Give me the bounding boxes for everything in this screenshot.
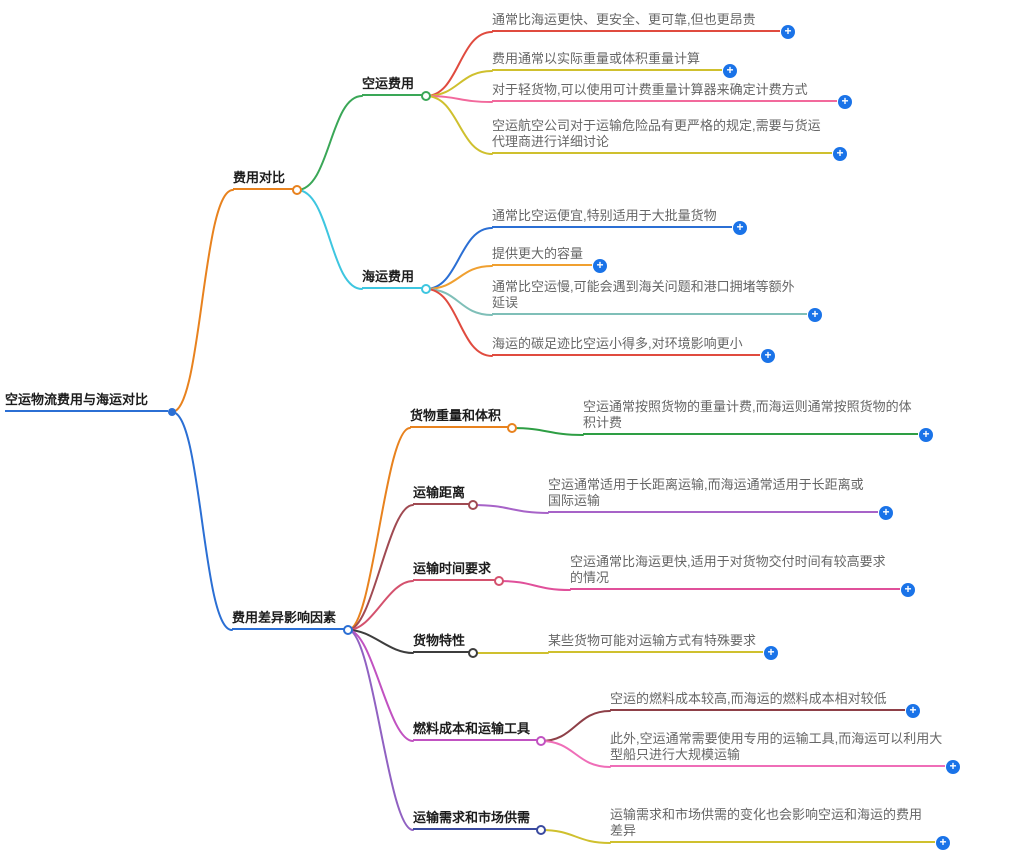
leaf-node[interactable]: 通常比空运便宜,特别适用于大批量货物	[492, 208, 732, 228]
node-toggle-circle[interactable]	[292, 185, 302, 195]
leaf-node[interactable]: 空运的燃料成本较高,而海运的燃料成本相对较低	[610, 691, 905, 711]
plus-icon: +	[904, 582, 912, 596]
plus-icon: +	[939, 835, 947, 849]
plus-icon: +	[841, 94, 849, 108]
node-toggle-circle[interactable]	[343, 625, 353, 635]
node-cargo-characteristics[interactable]: 货物特性	[413, 633, 469, 653]
node-toggle-circle[interactable]	[468, 648, 478, 658]
root-topic[interactable]: 空运物流费用与海运对比	[5, 392, 168, 412]
leaf-node[interactable]: 海运的碳足迹比空运小得多,对环境影响更小	[492, 336, 760, 356]
leaf-node[interactable]: 空运通常按照货物的重量计费,而海运则通常按照货物的体积计费	[583, 399, 918, 435]
node-toggle-circle[interactable]	[507, 423, 517, 433]
plus-icon: +	[836, 146, 844, 160]
node-cargo-weight-volume[interactable]: 货物重量和体积	[410, 408, 508, 428]
node-transport-demand-market[interactable]: 运输需求和市场供需	[413, 810, 537, 830]
node-toggle-circle[interactable]	[494, 576, 504, 586]
node-toggle-circle[interactable]	[421, 284, 431, 294]
leaf-node[interactable]: 提供更大的容量	[492, 246, 592, 266]
expand-button[interactable]: +	[919, 428, 933, 442]
expand-button[interactable]: +	[808, 308, 822, 322]
branch-cost-difference-factors[interactable]: 费用差异影响因素	[232, 610, 344, 630]
expand-button[interactable]: +	[593, 259, 607, 273]
branch-cost-comparison[interactable]: 费用对比	[233, 170, 293, 190]
plus-icon: +	[811, 307, 819, 321]
leaf-node[interactable]: 空运通常比海运更快,适用于对货物交付时间有较高要求的情况	[570, 554, 900, 590]
node-transport-distance[interactable]: 运输距离	[413, 485, 469, 505]
leaf-node[interactable]: 此外,空运通常需要使用专用的运输工具,而海运可以利用大型船只进行大规模运输	[610, 731, 945, 767]
leaf-node[interactable]: 某些货物可能对运输方式有特殊要求	[548, 633, 763, 653]
expand-button[interactable]: +	[761, 349, 775, 363]
node-toggle-circle[interactable]	[536, 825, 546, 835]
expand-button[interactable]: +	[879, 506, 893, 520]
node-air-freight-cost[interactable]: 空运费用	[362, 76, 422, 96]
plus-icon: +	[596, 258, 604, 272]
plus-icon: +	[736, 220, 744, 234]
plus-icon: +	[949, 759, 957, 773]
plus-icon: +	[909, 703, 917, 717]
node-fuel-cost-transport-tools[interactable]: 燃料成本和运输工具	[413, 721, 537, 741]
leaf-node[interactable]: 运输需求和市场供需的变化也会影响空运和海运的费用差异	[610, 807, 935, 843]
expand-button[interactable]: +	[901, 583, 915, 597]
plus-icon: +	[882, 505, 890, 519]
node-transport-time-requirement[interactable]: 运输时间要求	[413, 561, 495, 581]
leaf-node[interactable]: 对于轻货物,可以使用可计费重量计算器来确定计费方式	[492, 82, 837, 102]
plus-icon: +	[726, 63, 734, 77]
expand-button[interactable]: +	[723, 64, 737, 78]
node-toggle-circle[interactable]	[468, 500, 478, 510]
expand-button[interactable]: +	[833, 147, 847, 161]
root-dot[interactable]	[168, 408, 176, 416]
node-toggle-circle[interactable]	[536, 736, 546, 746]
leaf-node[interactable]: 空运通常适用于长距离运输,而海运通常适用于长距离或国际运输	[548, 477, 878, 513]
leaf-node[interactable]: 空运航空公司对于运输危险品有更严格的规定,需要与货运代理商进行详细讨论	[492, 118, 832, 154]
expand-button[interactable]: +	[764, 646, 778, 660]
expand-button[interactable]: +	[838, 95, 852, 109]
expand-button[interactable]: +	[946, 760, 960, 774]
expand-button[interactable]: +	[906, 704, 920, 718]
leaf-node[interactable]: 费用通常以实际重量或体积重量计算	[492, 51, 722, 71]
leaf-node[interactable]: 通常比海运更快、更安全、更可靠,但也更昂贵	[492, 12, 780, 32]
expand-button[interactable]: +	[781, 25, 795, 39]
plus-icon: +	[767, 645, 775, 659]
expand-button[interactable]: +	[936, 836, 950, 850]
node-toggle-circle[interactable]	[421, 91, 431, 101]
leaf-node[interactable]: 通常比空运慢,可能会遇到海关问题和港口拥堵等额外延误	[492, 279, 807, 315]
plus-icon: +	[784, 24, 792, 38]
expand-button[interactable]: +	[733, 221, 747, 235]
plus-icon: +	[922, 427, 930, 441]
node-sea-freight-cost[interactable]: 海运费用	[362, 269, 422, 289]
plus-icon: +	[764, 348, 772, 362]
